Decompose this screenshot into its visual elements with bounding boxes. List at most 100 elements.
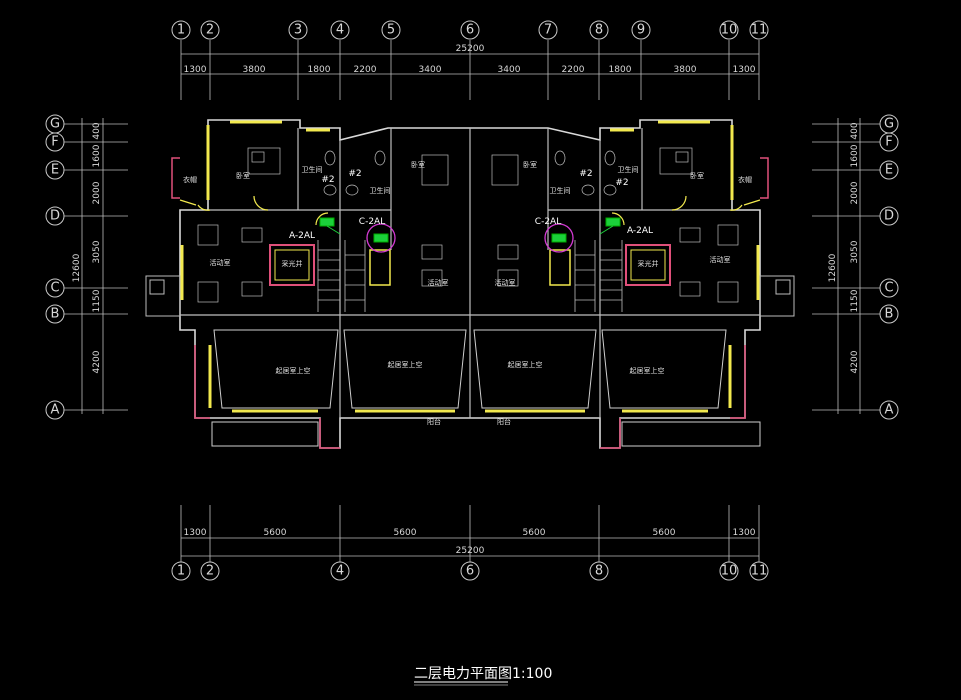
axis-D-right: D xyxy=(884,209,894,224)
room-bedroom-1: 卧室 xyxy=(236,171,250,180)
tag-1: #2 xyxy=(321,175,334,185)
room-dressing-1: 衣帽 xyxy=(183,175,197,184)
room-bedroom-3: 卧室 xyxy=(411,160,425,169)
left-dim-3: 2000 xyxy=(92,181,102,204)
top-dim-1: 1300 xyxy=(184,65,207,75)
tag-4: #2 xyxy=(615,178,628,188)
drawing-title: 二层电力平面图 xyxy=(414,666,512,682)
axis-A-left: A xyxy=(51,403,60,418)
axis-F-right: F xyxy=(885,135,892,150)
room-balcony-2: 阳台 xyxy=(497,417,511,426)
room-void-2: 采光井 xyxy=(638,259,659,268)
panel-label-2: C-2AL xyxy=(359,217,385,227)
top-dim-7: 2200 xyxy=(562,65,585,75)
room-balcony-1: 阳台 xyxy=(427,417,441,426)
top-dim-6: 3400 xyxy=(498,65,521,75)
bottom-dim-3: 5600 xyxy=(394,528,417,538)
top-dim-4: 2200 xyxy=(354,65,377,75)
left-total-dim: 12600 xyxy=(72,253,82,282)
axis-10-top: 10 xyxy=(721,23,738,38)
right-total-dim: 12600 xyxy=(828,253,838,282)
axis-11-bottom: 11 xyxy=(751,564,768,579)
axis-4-bottom: 4 xyxy=(336,564,344,579)
electrical-panels: A-2AL C-2AL C-2AL A-2AL #2 #2 #2 #2 xyxy=(289,169,653,253)
room-garage-3: 起居室上空 xyxy=(508,360,543,369)
top-dim-2: 3800 xyxy=(243,65,266,75)
axis-G-right: G xyxy=(884,117,894,132)
axis-8-bottom: 8 xyxy=(595,564,603,579)
top-dim-3: 1800 xyxy=(308,65,331,75)
top-dim-8: 1800 xyxy=(609,65,632,75)
tag-3: #2 xyxy=(579,169,592,179)
left-dim-4: 3050 xyxy=(92,240,102,263)
axis-B-right: B xyxy=(885,307,894,322)
panel-label-4: A-2AL xyxy=(627,226,653,236)
panel-label-3: C-2AL xyxy=(535,217,561,227)
axis-11-top: 11 xyxy=(751,23,768,38)
axis-1-top: 1 xyxy=(177,23,185,38)
room-activity-3: 活动室 xyxy=(428,278,449,287)
room-activity-4: 活动室 xyxy=(495,278,516,287)
drawing-scale: 1:100 xyxy=(512,666,552,682)
room-dressing-2: 衣帽 xyxy=(738,175,752,184)
top-dim-10: 1300 xyxy=(733,65,756,75)
right-dim-6: 4200 xyxy=(850,350,860,373)
room-garage-2: 起居室上空 xyxy=(388,360,423,369)
axis-7-top: 7 xyxy=(544,23,552,38)
axis-E-left: E xyxy=(51,163,59,178)
panel-label-1: A-2AL xyxy=(289,231,315,241)
panel-marker-3 xyxy=(551,233,567,243)
axis-2-bottom: 2 xyxy=(206,564,214,579)
bottom-dimensions: 1300 5600 5600 5600 5600 1300 25200 xyxy=(180,505,760,562)
axis-6-top: 6 xyxy=(466,23,474,38)
left-dim-1: 400 xyxy=(92,122,102,139)
axis-9-top: 9 xyxy=(637,23,645,38)
right-dim-3: 2000 xyxy=(850,181,860,204)
room-bedroom-4: 卧室 xyxy=(523,160,537,169)
right-axis-bubbles: G F E D C B A 400 1600 2000 3050 1150 42… xyxy=(812,114,899,420)
room-activity-2: 活动室 xyxy=(710,255,731,264)
tag-2: #2 xyxy=(348,169,361,179)
room-void-1: 采光井 xyxy=(282,259,303,268)
top-axis-bubbles: 1 2 3 4 5 6 7 8 9 10 11 xyxy=(171,20,769,40)
drawing-title-block: 二层电力平面图 1:100 xyxy=(414,666,552,686)
room-bath-3: 卫生间 xyxy=(550,186,571,195)
axis-8-top: 8 xyxy=(595,23,603,38)
panel-marker-4 xyxy=(605,217,621,227)
building-outline xyxy=(145,119,795,449)
axis-2-top: 2 xyxy=(206,23,214,38)
room-bath-4: 卫生间 xyxy=(618,165,639,174)
right-dim-1: 400 xyxy=(850,122,860,139)
top-dimensions: 25200 1300 3800 1800 2200 3400 3400 2200… xyxy=(180,40,760,100)
axis-4-top: 4 xyxy=(336,23,344,38)
room-labels: 卧室 卧室 卧室 卧室 卫生间 卫生间 卫生间 卫生间 活动室 活动室 活动室 … xyxy=(183,160,752,426)
panel-marker-1 xyxy=(319,217,335,227)
axis-G-left: G xyxy=(50,117,60,132)
bottom-dim-1: 1300 xyxy=(184,528,207,538)
room-bath-1: 卫生间 xyxy=(302,165,323,174)
axis-5-top: 5 xyxy=(387,23,395,38)
right-dim-4: 3050 xyxy=(850,240,860,263)
bottom-dim-4: 5600 xyxy=(523,528,546,538)
axis-1-bottom: 1 xyxy=(177,564,185,579)
bottom-dim-5: 5600 xyxy=(653,528,676,538)
axis-C-right: C xyxy=(884,281,893,296)
axis-6-bottom: 6 xyxy=(466,564,474,579)
axis-A-right: A xyxy=(885,403,894,418)
axis-E-right: E xyxy=(885,163,893,178)
top-dim-9: 3800 xyxy=(674,65,697,75)
axis-10-bottom: 10 xyxy=(721,564,738,579)
axis-3-top: 3 xyxy=(294,23,302,38)
room-garage-1: 起居室上空 xyxy=(276,366,311,375)
bottom-dim-6: 1300 xyxy=(733,528,756,538)
top-dim-5: 3400 xyxy=(419,65,442,75)
left-axis-bubbles: G F E D C B A 400 1600 2000 3050 1150 42… xyxy=(45,114,128,420)
bottom-total-dim: 25200 xyxy=(456,546,485,556)
axis-D-left: D xyxy=(50,209,60,224)
bottom-dim-2: 5600 xyxy=(264,528,287,538)
room-garage-4: 起居室上空 xyxy=(630,366,665,375)
room-activity-1: 活动室 xyxy=(210,258,231,267)
axis-C-left: C xyxy=(50,281,59,296)
room-bedroom-2: 卧室 xyxy=(690,171,704,180)
